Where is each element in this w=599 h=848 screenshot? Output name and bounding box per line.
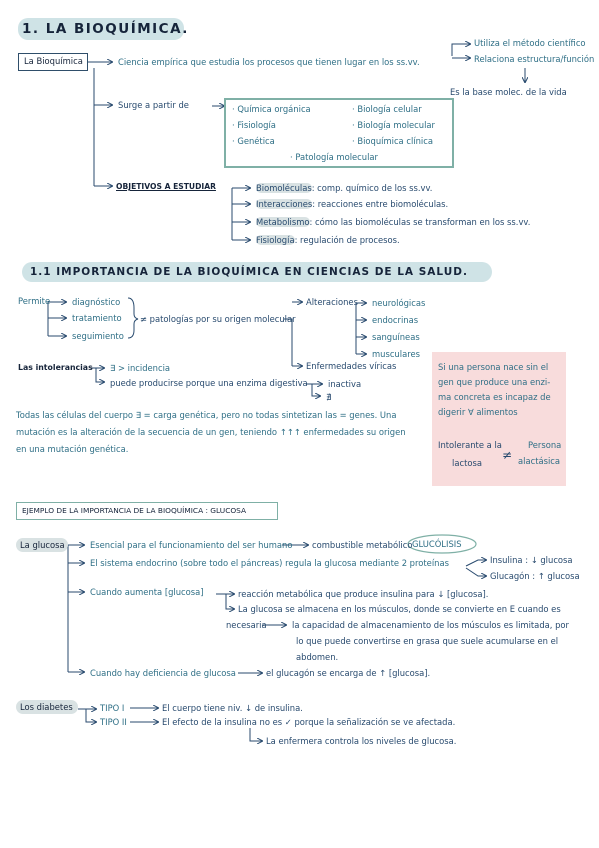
glucose-point: Cuando aumenta [glucosa] — [90, 587, 204, 597]
origin-item: · Genética — [232, 136, 275, 146]
alteration-item: sanguíneas — [372, 332, 420, 342]
relates-text: Relaciona estructura/función — [474, 54, 595, 64]
paragraph-line: Todas las células del cuerpo ∃ = carga g… — [16, 410, 397, 420]
section-title-2: 1.1 IMPORTANCIA DE LA BIOQUÍMICA EN CIEN… — [30, 266, 468, 278]
permite-label: Permite — [18, 296, 51, 306]
objective-item: Interacciones: reacciones entre biomoléc… — [256, 199, 449, 209]
label-highlight — [16, 700, 78, 714]
permite-item: seguimiento — [72, 331, 124, 341]
diabetes-desc: La enfermera controla los niveles de glu… — [266, 736, 457, 746]
permite-item: tratamiento — [72, 313, 122, 323]
note-line: gen que produce una enzi- — [438, 377, 551, 387]
glucose-point: Esencial para el funcionamiento del ser … — [90, 540, 293, 550]
diabetes-type: TIPO I — [100, 703, 125, 713]
section-title-3: EJEMPLO DE LA IMPORTANCIA DE LA BIOQUÍMI… — [22, 506, 247, 515]
origin-item: · Química orgánica — [232, 104, 311, 114]
origin-item: · Patología molecular — [290, 152, 379, 162]
origin-item: · Fisiología — [232, 120, 276, 130]
permite-item: diagnóstico — [72, 297, 121, 307]
note-line: Persona — [528, 440, 562, 450]
glucose-point: la capacidad de almacenamiento de los mú… — [292, 620, 569, 630]
glucose-point: El sistema endocrino (sobre todo el pánc… — [90, 558, 449, 568]
alteration-item: musculares — [372, 349, 420, 359]
diabetes-label: Los diabetes — [20, 702, 73, 712]
glucose-point: La glucosa se almacena en los músculos, … — [238, 604, 561, 614]
glucosa-label: La glucosa — [20, 540, 65, 550]
glucose-point: necesaria — [226, 620, 267, 630]
paragraph-line: mutación es la alteración de la secuenci… — [16, 427, 406, 437]
note-line: Si una persona nace sin el — [438, 362, 549, 372]
label-highlight — [16, 538, 68, 552]
diabetes-type: TIPO II — [100, 717, 127, 727]
objetivos-label: OBJETIVOS A ESTUDIAR — [116, 182, 216, 191]
main-term: La Bioquímica — [24, 56, 83, 66]
alteration-item: endocrinas — [372, 315, 419, 325]
example-title-box — [16, 502, 278, 520]
note-card — [432, 352, 566, 486]
glucose-point: abdomen. — [296, 652, 339, 662]
origin-item: · Biología molecular — [352, 120, 435, 130]
note-line: digerir ∀ alimentos — [438, 407, 518, 417]
uses-text: Utiliza el método científico — [474, 38, 586, 48]
glucose-point: combustible metabólico — [312, 540, 413, 550]
surge-label: Surge a partir de — [118, 100, 189, 110]
glucose-point: reacción metabólica que produce insulina… — [238, 589, 489, 599]
main-term-box — [18, 53, 88, 71]
diabetes-desc: El efecto de la insulina no es ✓ porque … — [162, 717, 456, 727]
alteration-item: neurológicas — [372, 298, 426, 308]
hormone-insulina: Insulina : ↓ glucosa — [490, 555, 573, 565]
hormone-glucagon: Glucagón : ↑ glucosa — [490, 571, 580, 581]
glucolisis-term: GLUCÓLISIS — [412, 539, 462, 549]
origins-box — [224, 98, 454, 168]
origin-item: · Bioquímica clínica — [352, 136, 433, 146]
glucose-point: el glucagón se encarga de ↑ [glucosa]. — [266, 668, 431, 678]
objective-item: Biomoléculas: comp. químico de los ss.vv… — [256, 183, 433, 193]
enfermedades-label: Enfermedades víricas — [306, 361, 397, 371]
glucose-point: Cuando hay deficiencia de glucosa — [90, 668, 236, 678]
alteraciones-label: Alteraciones — [306, 297, 358, 307]
objective-item: Metabolismo: cómo las biomoléculas se tr… — [256, 217, 531, 227]
patologias-text: ≠ patologías por su origen molecular — [140, 314, 296, 324]
intolerance-item: puede producirse porque una enzima diges… — [110, 378, 308, 388]
intolerancias-label: Las intolerancias — [18, 363, 93, 372]
note-neq-symbol: ≠ — [502, 448, 513, 462]
note-line: Intolerante a la — [438, 440, 502, 450]
note-line: lactosa — [452, 458, 482, 468]
origin-item: · Biología celular — [352, 104, 422, 114]
diabetes-desc: El cuerpo tiene niv. ↓ de insulina. — [162, 703, 303, 713]
paragraph-line: en una mutación genética. — [16, 444, 129, 454]
title-highlight — [22, 262, 492, 282]
title-highlight — [18, 18, 184, 40]
intolerance-item: ∃ > incidencia — [110, 363, 171, 373]
section-title-1: 1. LA BIOQUÍMICA. — [22, 21, 189, 37]
definition-text: Ciencia empírica que estudia los proceso… — [118, 57, 420, 67]
base-text: Es la base molec. de la vida — [450, 87, 567, 97]
no-existe-symbol: ∄ — [326, 392, 332, 402]
inactiva-text: inactiva — [328, 379, 362, 389]
objective-item: Fisiología: regulación de procesos. — [256, 235, 400, 245]
note-line: ma concreta es incapaz de — [438, 392, 551, 402]
glucose-point: lo que puede convertirse en grasa que su… — [296, 636, 559, 646]
note-line: alactásica — [518, 456, 561, 466]
